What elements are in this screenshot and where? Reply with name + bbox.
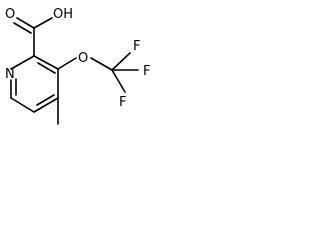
bond-carboxyl-oh	[33, 17, 53, 29]
bond-n-c2	[10, 55, 35, 70]
ring-nitrogen-label: N	[5, 67, 15, 82]
bond-c4-c5	[33, 97, 59, 113]
bond-carboxyl-o-double-2	[13, 22, 32, 34]
fluorine-bottom-label: F	[119, 95, 126, 110]
bond-c5-c6	[10, 97, 35, 113]
carbonyl-oxygen-label: O	[5, 7, 15, 22]
fluorine-right-label: F	[143, 64, 150, 79]
bond-cf3-f2	[111, 52, 131, 71]
bond-carboxyl-o-double-1	[16, 17, 35, 29]
bond-c3-o	[57, 57, 77, 70]
hydroxyl-label: OH	[53, 7, 73, 22]
chemical-structure-diagram: OH O N O F F F	[5, 7, 150, 125]
bond-cf3-f3	[111, 69, 126, 93]
bond-c4-c5-inner	[36, 94, 55, 106]
bond-c3-c3-inner	[37, 62, 56, 74]
ether-oxygen-label: O	[78, 51, 88, 66]
bond-o-cf3	[90, 57, 113, 71]
fluorine-top-label: F	[133, 39, 140, 54]
bond-c2-c3	[33, 55, 59, 70]
